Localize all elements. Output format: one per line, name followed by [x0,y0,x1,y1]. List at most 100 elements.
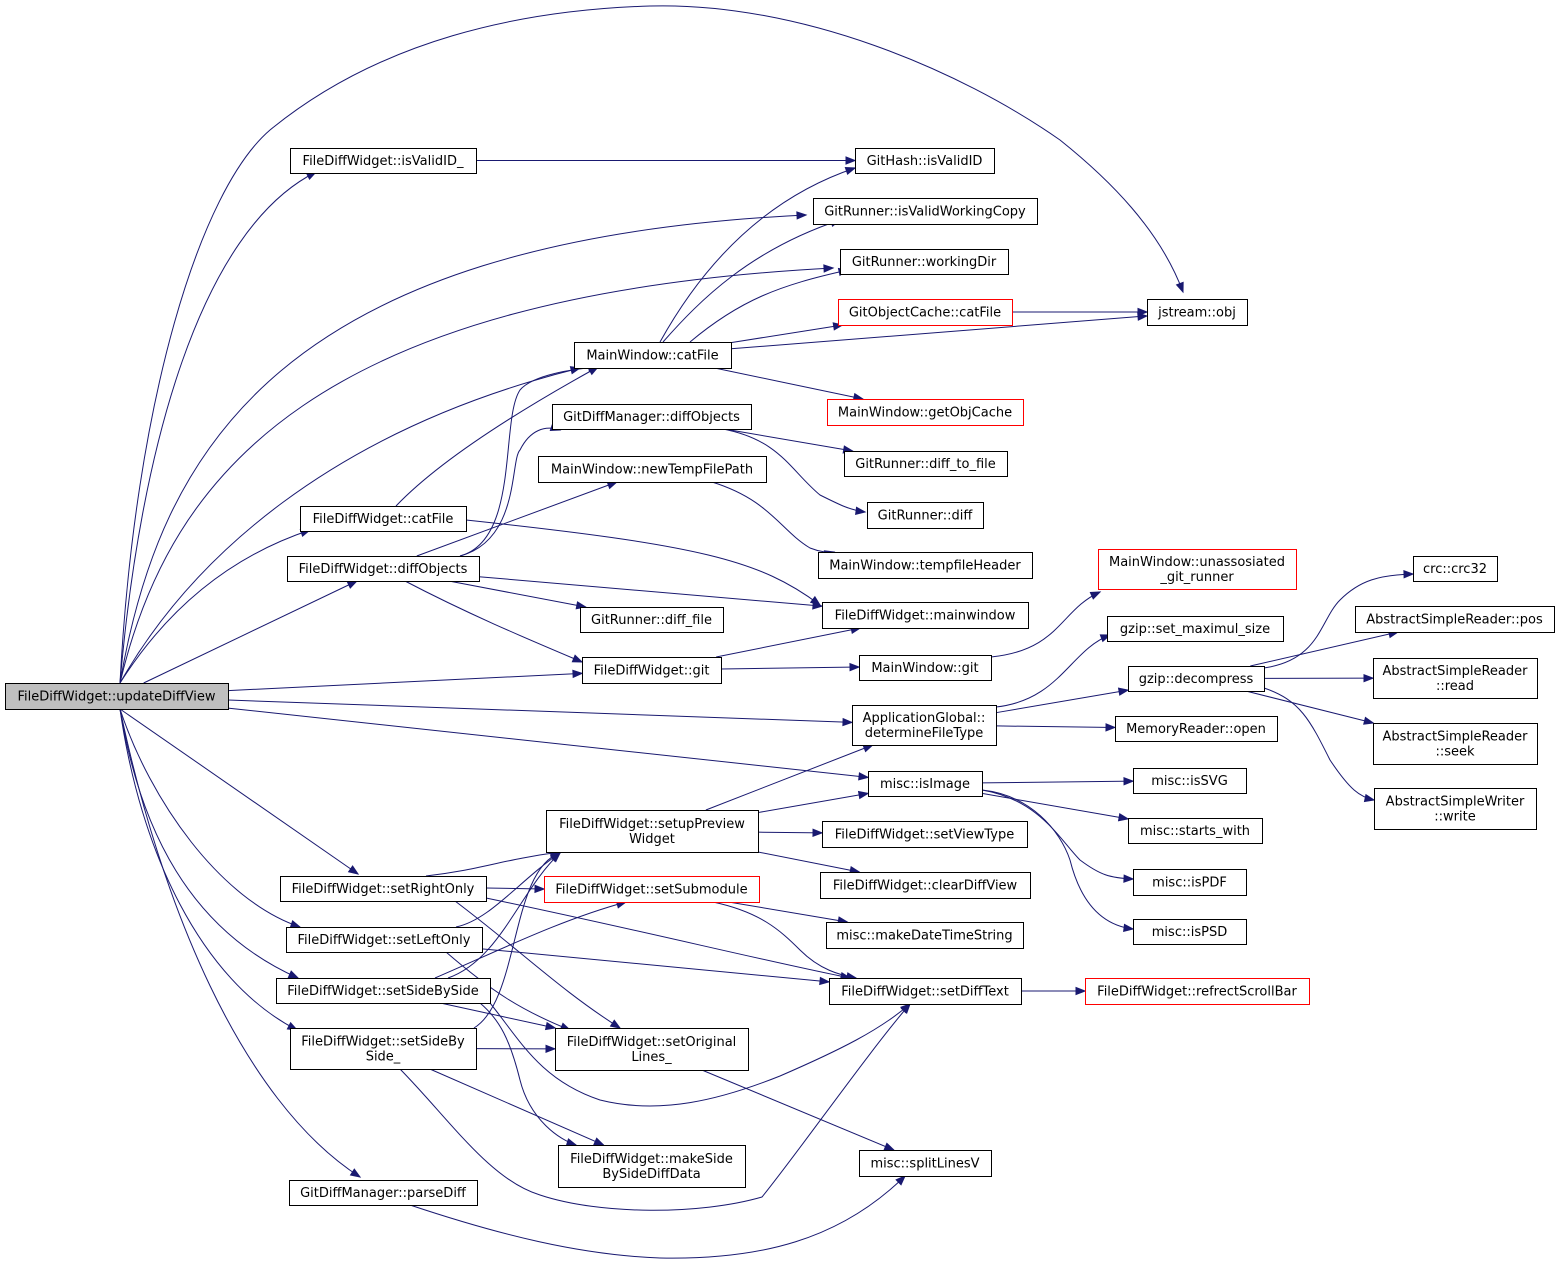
edge-arrowhead [572,669,584,679]
edge-setSideBySide_-to-makeSideBySide [429,1068,605,1146]
node-fdw_catFile[interactable]: FileDiffWidget::catFile [300,506,467,532]
node-box [1373,658,1538,699]
node-setSideBySide[interactable]: FileDiffWidget::setSideBySide [276,978,491,1004]
node-parseDiff[interactable]: GitDiffManager::parseDiff [289,1180,478,1206]
edge-arrowhead [845,156,857,165]
node-gdm_diffObjects[interactable]: GitDiffManager::diffObjects [552,404,752,430]
node-box [813,198,1038,225]
edge-line [465,519,821,606]
node-setSideBySide_[interactable]: FileDiffWidget::setSideBySide_ [290,1028,477,1070]
edge-updateDiffView-to-workingDir [119,264,835,684]
node-label: MemoryReader::open [1126,722,1266,737]
node-label: FileDiffWidget::setSideBy [301,1035,465,1050]
edge-line [479,1002,577,1146]
node-decompress[interactable]: gzip::decompress [1128,666,1265,692]
node-updateDiffView[interactable]: FileDiffWidget::updateDiffView [5,683,229,710]
node-mainwindow[interactable]: FileDiffWidget::mainwindow [822,602,1029,629]
node-setLeftOnly[interactable]: FileDiffWidget::setLeftOnly [286,927,483,953]
node-setSubmodule[interactable]: FileDiffWidget::setSubmodule [544,876,760,903]
node-asr_pos[interactable]: AbstractSimpleReader::pos [1355,606,1555,633]
node-setRightOnly[interactable]: FileDiffWidget::setRightOnly [280,876,487,902]
node-isImage[interactable]: misc::isImage [868,771,983,797]
edge-line [227,672,583,692]
edge-line [119,171,317,684]
edge-arrowhead [1123,777,1135,786]
node-mw_catFile[interactable]: MainWindow::catFile [574,342,732,369]
edge-arrowhead [857,790,870,800]
edge-line [711,481,835,553]
node-isPSD[interactable]: misc::isPSD [1133,919,1247,945]
node-setViewType[interactable]: FileDiffWidget::setViewType [822,821,1028,848]
node-getObjCache[interactable]: MainWindow::getObjCache [827,399,1024,426]
node-determineFileType[interactable]: ApplicationGlobal::determineFileType [852,705,997,746]
node-refrectScrollBar[interactable]: FileDiffWidget::refrectScrollBar [1085,978,1310,1005]
edge-setupPreview-to-setViewType [757,828,824,837]
node-starts_with[interactable]: misc::starts_with [1128,818,1263,844]
node-jstream_obj[interactable]: jstream::obj [1147,299,1248,326]
node-diff_to_file[interactable]: GitRunner::diff_to_file [844,451,1008,477]
node-box [1355,606,1555,633]
edge-line [445,951,571,1031]
node-workingDir[interactable]: GitRunner::workingDir [840,249,1009,275]
edge-determineFileType-to-decompress [995,687,1130,714]
node-box [867,502,984,529]
node-isValidID_[interactable]: FileDiffWidget::isValidID_ [290,148,477,174]
edge-setSideBySide-to-makeSideBySide [479,1002,578,1147]
edge-fdw_diffObjects-to-fdw_git [404,580,584,663]
node-diff_file[interactable]: GitRunner::diff_file [580,607,724,633]
node-tempfileHeader[interactable]: MainWindow::tempfileHeader [818,552,1033,579]
edge-line [119,214,807,684]
edge-arrowhead [1363,716,1375,725]
node-fdw_diffObjects[interactable]: FileDiffWidget::diffObjects [287,556,480,582]
node-label: FileDiffWidget::clearDiffView [833,879,1018,894]
node-set_maximul_size[interactable]: gzip::set_maximul_size [1107,616,1284,642]
node-label: misc::isSVG [1151,774,1228,789]
edge-line [448,580,586,608]
node-makeDateTimeString[interactable]: misc::makeDateTimeString [826,922,1024,949]
edge-fdw_catFile-to-mw_catFile [395,366,600,507]
node-crc32[interactable]: crc::crc32 [1413,556,1498,582]
edge-fdw_catFile-to-mainwindow [465,519,822,606]
node-isSVG[interactable]: misc::isSVG [1133,768,1247,794]
node-label: misc::splitLinesV [870,1157,979,1172]
node-label: ::seek [1435,745,1475,760]
edge-line [425,851,561,877]
node-gh_isValidID[interactable]: GitHash::isValidID [855,148,995,174]
edge-gdm_diffObjects-to-gr_diff [722,428,867,515]
node-splitLinesV[interactable]: misc::splitLinesV [859,1150,992,1177]
node-setDiffText[interactable]: FileDiffWidget::setDiffText [829,978,1022,1005]
node-gr_diff[interactable]: GitRunner::diff [867,502,984,529]
node-goc_catFile[interactable]: GitObjectCache::catFile [838,299,1013,326]
node-newTempFilePath[interactable]: MainWindow::newTempFilePath [538,456,767,483]
node-asr_seek[interactable]: AbstractSimpleReader::seek [1373,723,1538,765]
node-mw_git[interactable]: MainWindow::git [859,655,992,681]
node-label: GitObjectCache::catFile [849,306,1001,321]
node-mr_open[interactable]: MemoryReader::open [1115,716,1278,742]
node-label: MainWindow::catFile [586,349,718,364]
edge-line [981,780,1134,784]
node-clearDiffView[interactable]: FileDiffWidget::clearDiffView [820,872,1031,899]
edge-arrowhead [1105,723,1117,732]
node-label: jstream::obj [1157,306,1236,321]
edge-arrowhead [1175,281,1184,294]
node-isPDF[interactable]: misc::isPDF [1133,869,1247,896]
node-unassosiated[interactable]: MainWindow::unassosiated_git_runner [1098,549,1297,590]
edge-line [119,708,361,1178]
node-label: FileDiffWidget::setOriginal [567,1035,737,1050]
edge-decompress-to-asr_seek [1245,690,1375,725]
edge-line [395,366,599,507]
edge-setSideBySide-to-setOriginalLines [440,1002,557,1031]
edge-line [990,591,1101,658]
node-label: gzip::set_maximul_size [1120,622,1270,637]
edge-arrowhead [812,601,824,610]
node-box [1147,299,1248,326]
node-asw_write[interactable]: AbstractSimpleWriter::write [1374,788,1537,830]
node-isValidWorkingCopy[interactable]: GitRunner::isValidWorkingCopy [813,198,1038,225]
node-fdw_git[interactable]: FileDiffWidget::git [582,657,722,684]
node-asr_read[interactable]: AbstractSimpleReader::read [1373,658,1538,699]
edge-line [119,367,581,684]
edge-updateDiffView-to-fdw_catFile [119,528,312,684]
